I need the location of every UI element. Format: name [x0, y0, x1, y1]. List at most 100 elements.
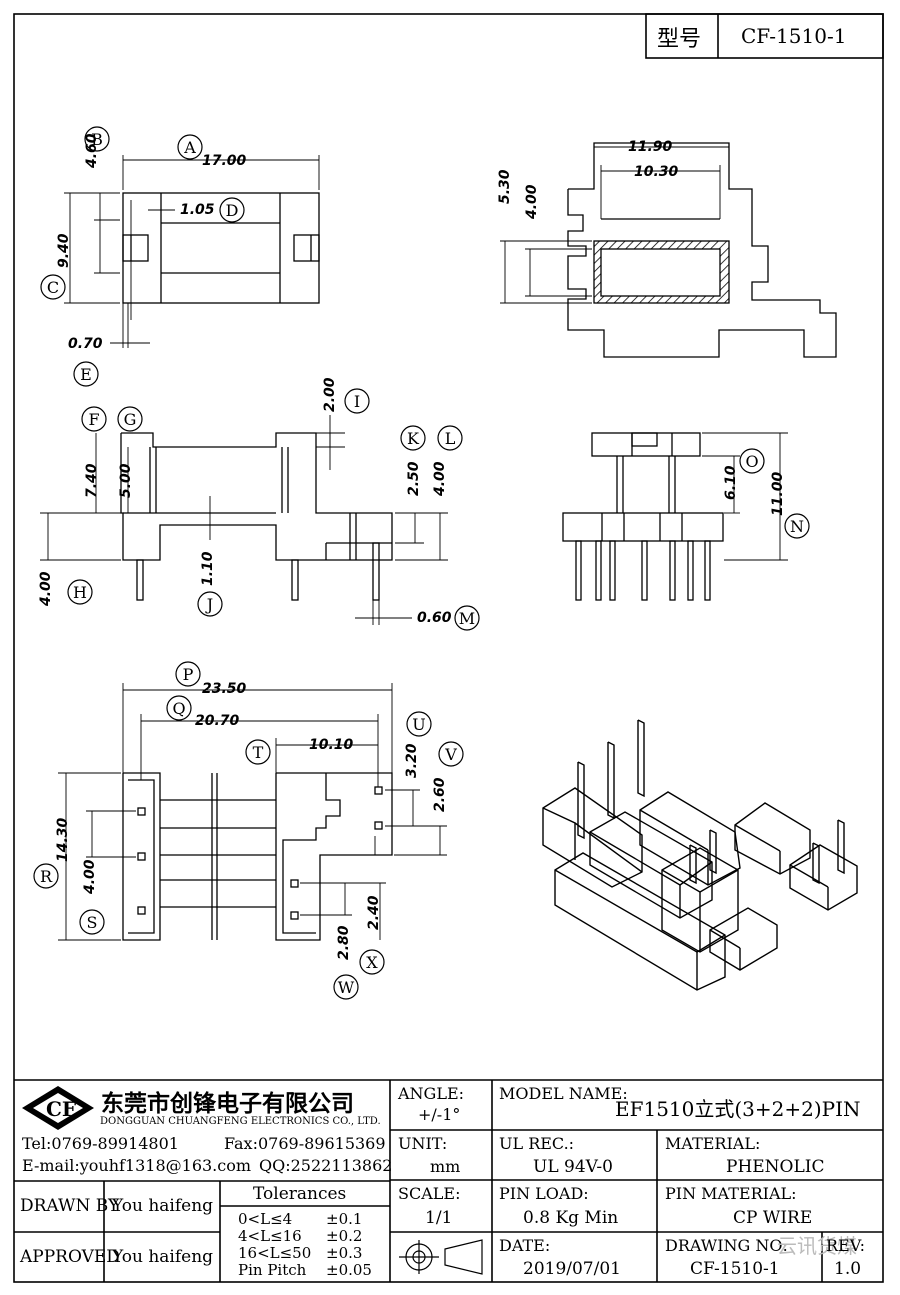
part-no-box: [645, 13, 884, 59]
dim-side-inner: 10.30: [634, 164, 679, 180]
tolerance-value: ±0.05: [326, 1261, 372, 1279]
svg-text:E: E: [80, 365, 92, 384]
dim-letter-b: B: [84, 126, 110, 152]
material-label: MATERIAL:: [665, 1134, 761, 1153]
dim-letter-p: P: [175, 661, 201, 687]
dim-letter-d: D: [219, 197, 245, 223]
unit-label: UNIT:: [398, 1134, 448, 1153]
dim-letter-k: K: [400, 425, 426, 451]
dim-letter-i: I: [344, 388, 370, 414]
dim-T: 10.10: [309, 737, 354, 753]
pin-load-label: PIN LOAD:: [499, 1184, 589, 1203]
svg-text:G: G: [124, 410, 137, 429]
dim-side-h2: 4.00: [524, 184, 540, 219]
dim-letter-r: R: [33, 863, 59, 889]
dim-letter-e: E: [73, 361, 99, 387]
dim-letter-n: N: [784, 513, 810, 539]
drawing-no-value: CF-1510-1: [690, 1259, 780, 1279]
svg-text:P: P: [183, 665, 194, 684]
svg-text:M: M: [459, 609, 475, 628]
tolerance-value: ±0.1: [326, 1210, 363, 1228]
svg-text:O: O: [745, 452, 758, 471]
dim-K: 2.50: [406, 461, 422, 496]
bottom-view: [58, 683, 447, 941]
approved-label: APPROVED: [20, 1247, 120, 1267]
isometric-view: [542, 719, 858, 991]
dim-H: 4.00: [38, 571, 54, 606]
company-qq: QQ:2522113862: [259, 1156, 393, 1175]
dim-G: 5.00: [118, 463, 134, 498]
approved-value: You haifeng: [112, 1247, 214, 1267]
dim-V: 2.60: [432, 777, 448, 812]
svg-text:N: N: [790, 517, 804, 536]
scale-label: SCALE:: [398, 1184, 461, 1203]
dim-P: 23.50: [202, 681, 247, 697]
tolerance-range: 16<L≤50: [238, 1244, 312, 1262]
angle-label: ANGLE:: [398, 1084, 465, 1103]
dim-W: 2.80: [336, 925, 352, 960]
model-name-value: EF1510立式(3+2+2)PIN: [615, 1097, 861, 1121]
projection-symbol-icon: [399, 1239, 483, 1275]
watermark: 云讯货煤: [777, 1234, 857, 1258]
dim-letter-l: L: [437, 425, 463, 451]
dim-letter-a: A: [177, 134, 203, 160]
tolerance-range: Pin Pitch: [238, 1261, 307, 1279]
dim-U: 3.20: [404, 743, 420, 778]
svg-text:W: W: [338, 978, 355, 997]
pin-material-value: CP WIRE: [733, 1208, 813, 1228]
svg-text:D: D: [226, 201, 239, 220]
ul-rec-label: UL REC.:: [499, 1134, 575, 1153]
dim-letter-q: Q: [166, 695, 192, 721]
dim-letter-t: T: [245, 739, 271, 765]
side-view: [562, 432, 788, 601]
rev-value: 1.0: [834, 1259, 862, 1279]
dim-side-width: 11.90: [628, 139, 673, 155]
svg-text:K: K: [407, 429, 420, 448]
company-tel: Tel:0769-89914801: [22, 1134, 179, 1153]
dim-letter-j: J: [197, 591, 223, 617]
dim-D: 1.05: [180, 202, 215, 218]
company-name-en: DONGGUAN CHUANGFENG ELECTRONICS CO., LTD…: [100, 1116, 381, 1127]
angle-value: +/-1°: [418, 1105, 461, 1124]
scale-value: 1/1: [425, 1208, 453, 1228]
tolerance-range: 0<L≤4: [238, 1210, 293, 1228]
svg-text:B: B: [91, 130, 103, 149]
title-block: [14, 1079, 883, 1282]
svg-text:C: C: [47, 278, 59, 297]
svg-text:R: R: [40, 867, 53, 886]
svg-text:X: X: [366, 953, 378, 972]
side-section-view: [500, 142, 837, 358]
company-email: E-mail:youhf1318@163.com: [22, 1156, 252, 1175]
svg-text:H: H: [73, 583, 87, 602]
dim-letter-s: S: [79, 909, 105, 935]
dim-I: 2.00: [322, 377, 338, 412]
dim-L: 4.00: [432, 461, 448, 496]
dim-letter-x: X: [359, 949, 385, 975]
dim-letter-g: G: [117, 406, 143, 432]
dim-letter-v: V: [438, 741, 464, 767]
tolerances-title: Tolerances: [253, 1184, 347, 1204]
dim-S: 4.00: [82, 859, 98, 894]
dim-Q: 20.70: [195, 713, 240, 729]
model-name-label: MODEL NAME:: [499, 1084, 628, 1103]
unit-value: mm: [430, 1157, 461, 1176]
drawn-by-value: You haifeng: [112, 1196, 214, 1216]
drawn-by-label: DRAWN BY: [20, 1196, 120, 1216]
svg-text:U: U: [412, 715, 425, 734]
front-view: [40, 415, 448, 625]
svg-text:A: A: [183, 138, 196, 157]
top-view: [64, 155, 320, 348]
part-no-label: 型号: [657, 27, 702, 52]
dim-letter-w: W: [333, 974, 359, 1000]
dim-letter-h: H: [67, 579, 93, 605]
tolerance-value: ±0.3: [326, 1244, 363, 1262]
material-value: PHENOLIC: [726, 1157, 825, 1177]
dim-J: 1.10: [200, 551, 216, 586]
dim-N: 11.00: [770, 471, 786, 516]
svg-text:S: S: [87, 913, 98, 932]
dim-side-h1: 5.30: [497, 169, 513, 204]
dim-letter-m: M: [454, 605, 480, 631]
tolerance-range: 4<L≤16: [238, 1227, 302, 1245]
